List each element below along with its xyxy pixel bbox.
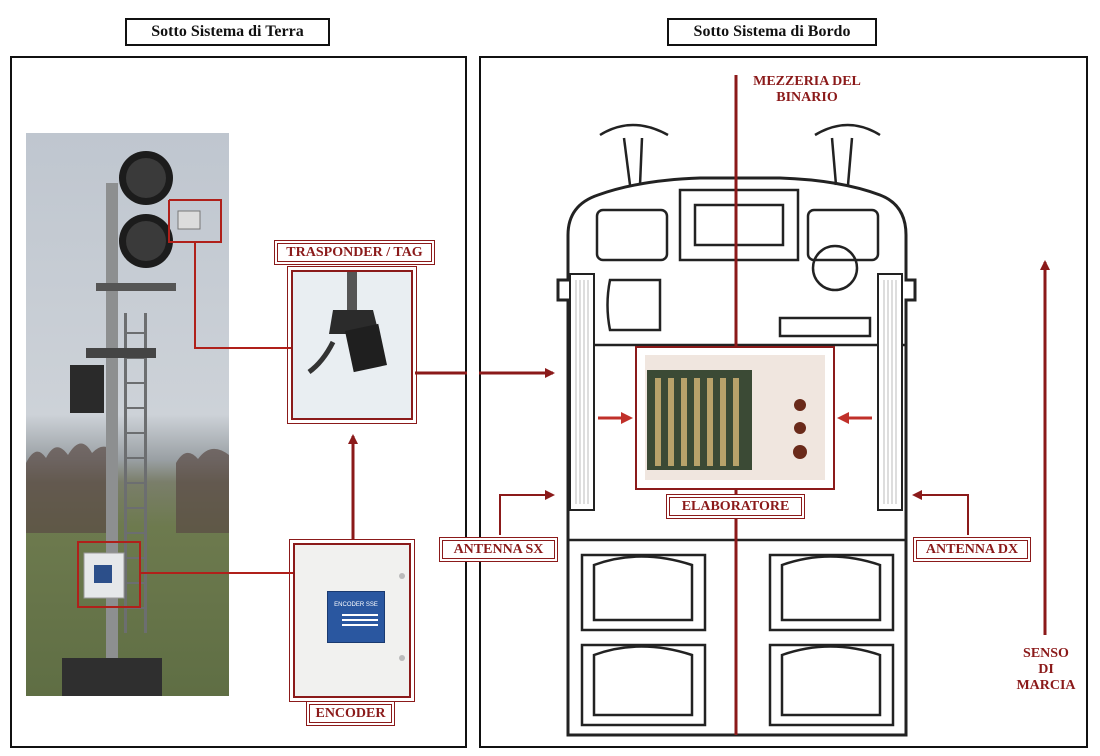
encoder-latch-top (399, 573, 405, 579)
signal-pole-photo (26, 133, 229, 696)
direction-label-line1: SENSO (1023, 646, 1069, 661)
track-center-label-line2: BINARIO (776, 90, 838, 105)
direction-label-line2: DI (1038, 662, 1054, 677)
track-center-label-line1: MEZZERIA DEL (753, 74, 861, 89)
encoder-latch-bottom (399, 655, 405, 661)
antenna-left-label: ANTENNA SX (442, 540, 555, 559)
antenna-right-bar (877, 273, 903, 511)
encoder-plate-title: ENCODER SSE (334, 602, 378, 608)
antenna-left-arrow (499, 490, 555, 535)
antenna-right-arrow (912, 490, 969, 535)
tag-connector (194, 242, 291, 349)
encoder-plate: ENCODER SSE (327, 591, 385, 643)
track-center-label: MEZZERIA DEL BINARIO (744, 74, 870, 106)
panel-gap (467, 360, 479, 560)
locomotive-details (568, 123, 906, 727)
encoder-photo: ENCODER SSE (293, 543, 411, 698)
processor-label: ELABORATORE (669, 497, 802, 516)
encoder-label: ENCODER (309, 704, 392, 723)
direction-label-line3: MARCIA (1016, 678, 1076, 693)
encoder-highlight-box (77, 541, 141, 608)
antenna-right-label: ANTENNA DX (916, 540, 1028, 559)
transponder-photo (291, 270, 413, 420)
antenna-left-bar (569, 273, 595, 511)
tag-highlight-box (168, 199, 222, 243)
transponder-label: TRASPONDER / TAG (277, 243, 432, 262)
signal-pole-illustration (26, 151, 229, 696)
direction-label: SENSO DI MARCIA (1006, 646, 1086, 694)
onboard-subsystem-title: Sotto Sistema di Bordo (667, 18, 877, 46)
transponder-illustration (307, 272, 387, 375)
ground-subsystem-title: Sotto Sistema di Terra (125, 18, 330, 46)
